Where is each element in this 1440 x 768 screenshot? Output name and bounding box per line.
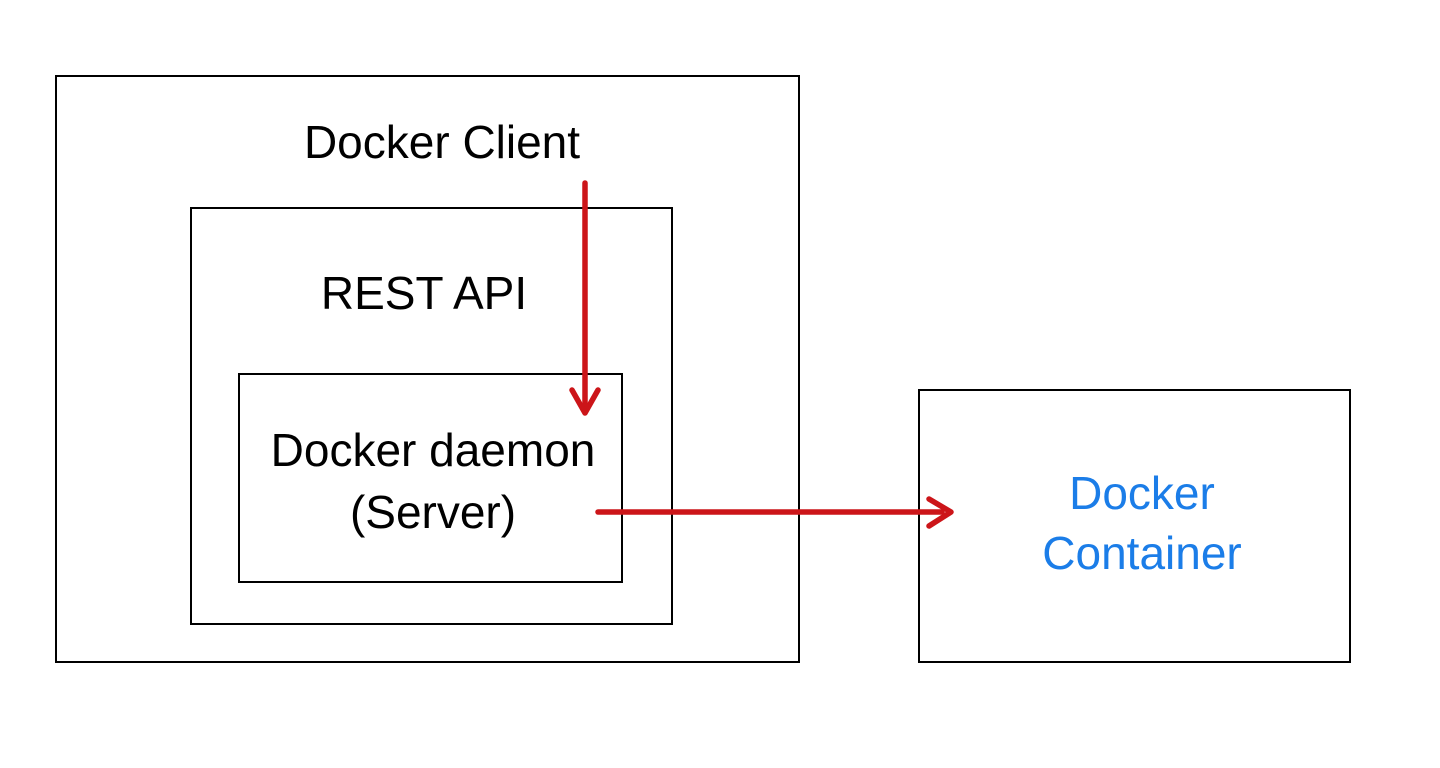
- rest-api-box: [190, 207, 673, 625]
- docker-client-label: Docker Client: [303, 116, 581, 168]
- docker-container-box: [918, 389, 1351, 663]
- docker-daemon-label: Docker daemon (Server): [271, 419, 596, 543]
- docker-daemon-label-line2: (Server): [349, 486, 517, 538]
- docker-container-label: Docker Container: [1042, 463, 1241, 583]
- docker-daemon-label-line1: Docker daemon: [270, 424, 596, 476]
- docker-container-label-line1: Docker: [1069, 467, 1215, 519]
- rest-api-label: REST API: [320, 267, 528, 319]
- docker-container-label-line2: Container: [1042, 527, 1242, 579]
- docker-client-box: [55, 75, 800, 663]
- docker-daemon-box: [238, 373, 623, 583]
